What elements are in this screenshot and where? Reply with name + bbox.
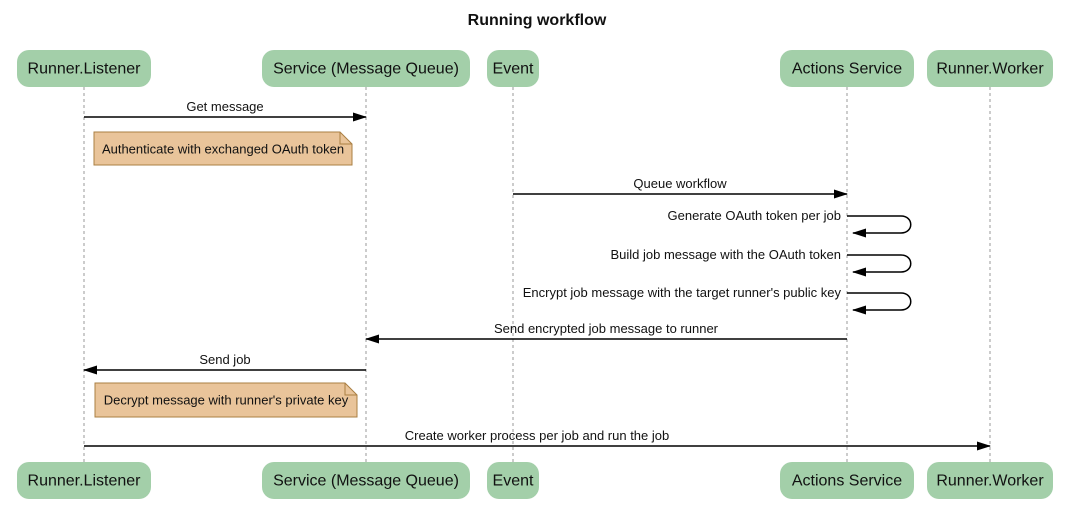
actor-label: Runner.Worker (936, 473, 1044, 490)
actor-top-event: Event (487, 50, 539, 87)
message-encrypt-job-message: Encrypt job message with the target runn… (523, 285, 912, 315)
actor-box (487, 50, 539, 87)
actor-top-runner-worker: Runner.Worker (927, 50, 1053, 87)
actor-label: Service (Message Queue) (273, 473, 459, 490)
note-label: Authenticate with exchanged OAuth token (102, 142, 344, 157)
actor-label: Event (493, 61, 534, 78)
actor-bottom-runner-worker: Runner.Worker (927, 462, 1053, 499)
actor-box (927, 462, 1053, 499)
actor-label: Runner.Worker (936, 61, 1044, 78)
actor-label: Actions Service (792, 473, 902, 490)
actor-box (487, 462, 539, 499)
note-label: Decrypt message with runner's private ke… (104, 393, 349, 408)
actor-box (262, 50, 470, 87)
actor-label: Runner.Listener (28, 473, 142, 490)
note-decrypt: Decrypt message with runner's private ke… (94, 382, 358, 418)
actor-box (262, 462, 470, 499)
message-send-job: Send job (83, 352, 366, 375)
actor-label: Runner.Listener (28, 61, 142, 78)
actor-top-runner-listener: Runner.Listener (17, 50, 151, 87)
message-generate-token: Generate OAuth token per job (668, 208, 912, 238)
self-message-arrow (847, 292, 912, 315)
diagram-title: Running workflow (468, 12, 607, 29)
note-box (94, 382, 358, 418)
note-fold-corner (344, 383, 357, 396)
actor-box (17, 462, 151, 499)
self-message-arrow (847, 215, 912, 238)
actor-box (17, 50, 151, 87)
message-label: Send encrypted job message to runner (494, 321, 719, 336)
actor-bottom-event: Event (487, 462, 539, 499)
actor-top-service-mq: Service (Message Queue) (262, 50, 470, 87)
self-message-arrow (847, 254, 912, 277)
actor-top-actions-service: Actions Service (780, 50, 914, 87)
actor-label: Service (Message Queue) (273, 61, 459, 78)
message-label: Get message (186, 99, 263, 114)
message-queue-workflow: Queue workflow (513, 176, 848, 199)
message-label: Send job (199, 352, 250, 367)
message-label: Encrypt job message with the target runn… (523, 285, 842, 300)
note-box (93, 131, 353, 166)
actor-bottom-service-mq: Service (Message Queue) (262, 462, 470, 499)
actor-bottom-actions-service: Actions Service (780, 462, 914, 499)
note-authenticate: Authenticate with exchanged OAuth token (93, 131, 353, 166)
actor-bottom-runner-listener: Runner.Listener (17, 462, 151, 499)
actor-box (780, 50, 914, 87)
message-send-encrypted: Send encrypted job message to runner (365, 321, 847, 344)
actor-box (927, 50, 1053, 87)
actor-box (780, 462, 914, 499)
message-label: Generate OAuth token per job (668, 208, 841, 223)
actor-label: Event (493, 473, 534, 490)
message-label: Queue workflow (633, 176, 727, 191)
message-get-message: Get message (84, 99, 367, 122)
message-label: Build job message with the OAuth token (610, 247, 841, 262)
actor-label: Actions Service (792, 61, 902, 78)
message-create-worker: Create worker process per job and run th… (84, 428, 991, 451)
note-fold-corner (339, 132, 352, 145)
message-label: Create worker process per job and run th… (405, 428, 669, 443)
message-build-job-message: Build job message with the OAuth token (610, 247, 912, 277)
